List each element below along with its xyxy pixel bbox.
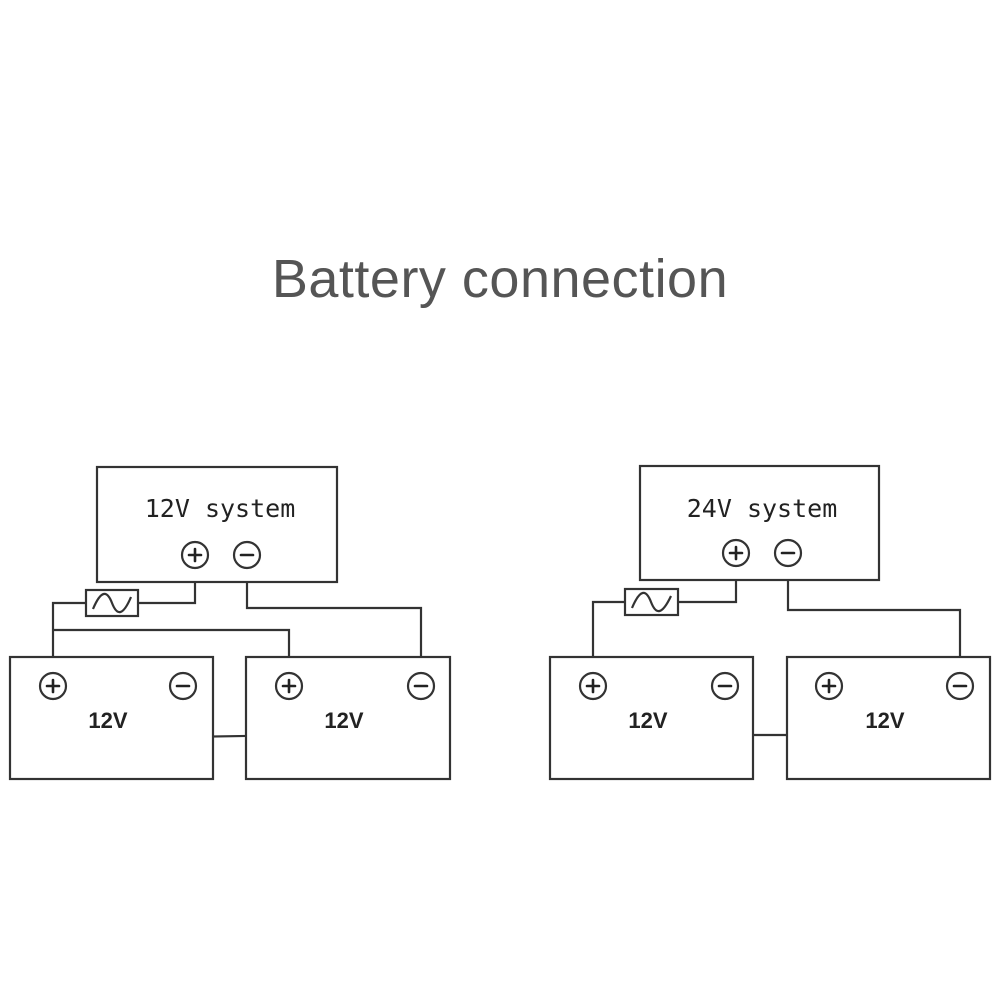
positive-terminal-icon [180, 540, 210, 570]
system-label: 12V system [145, 494, 296, 523]
negative-terminal-icon [945, 671, 975, 701]
negative-terminal-icon [710, 671, 740, 701]
negative-terminal-icon [406, 671, 436, 701]
wire-fuse-to-battery1-positive [591, 600, 625, 671]
system-box [95, 465, 339, 584]
positive-terminal-icon [721, 538, 751, 568]
fuse-icon [84, 588, 140, 618]
diagram-12v-system: 12V system 12V 12V [8, 465, 452, 781]
positive-terminal-icon [38, 671, 68, 701]
wire-fuse-to-battery1-positive [51, 601, 86, 671]
fuse-icon [623, 587, 680, 617]
negative-terminal-icon [168, 671, 198, 701]
negative-terminal-icon [232, 540, 262, 570]
battery-voltage-label: 12V [865, 708, 904, 733]
diagram-24v-system: 24V system 12V 12V [548, 464, 992, 781]
battery-voltage-label: 12V [324, 708, 363, 733]
wire-system-negative-to-battery2-negative [786, 567, 962, 671]
battery-voltage-label: 12V [88, 708, 127, 733]
positive-terminal-icon [578, 671, 608, 701]
wire-system-negative-to-battery2-negative [245, 568, 423, 671]
system-label: 24V system [687, 494, 838, 523]
positive-terminal-icon [274, 671, 304, 701]
system-box [638, 464, 881, 582]
page-title: Battery connection [271, 249, 729, 309]
negative-terminal-icon [773, 538, 803, 568]
positive-terminal-icon [814, 671, 844, 701]
battery-voltage-label: 12V [628, 708, 667, 733]
